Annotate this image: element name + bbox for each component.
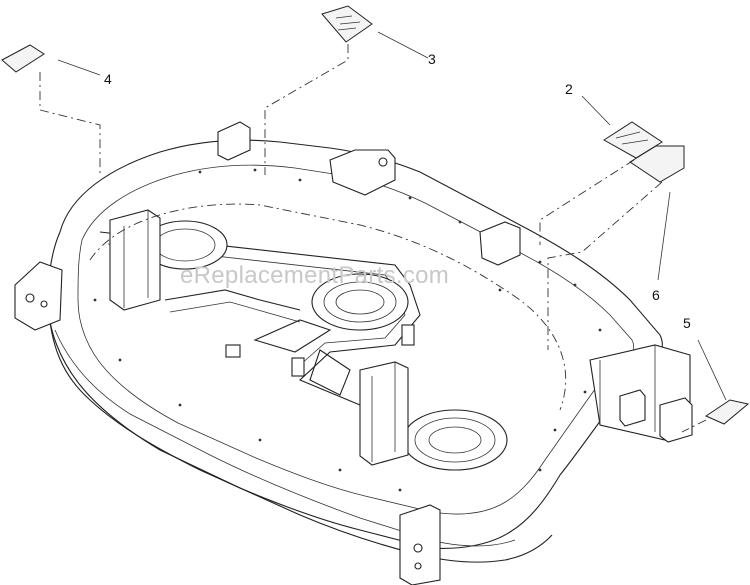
decal-3 [321, 5, 373, 43]
decal-2 [603, 121, 663, 159]
decal-6 [629, 145, 685, 183]
mower-deck [14, 121, 693, 585]
callout-label-4: 4 [104, 71, 112, 87]
callout-label-5: 5 [683, 315, 691, 331]
callout-label-2: 2 [565, 81, 573, 97]
decal-4 [1, 44, 45, 73]
projection-lines [39, 44, 707, 433]
watermark-text: eReplacementParts.com [180, 262, 449, 289]
decal-5 [704, 399, 750, 425]
callout-label-6: 6 [652, 287, 660, 303]
callout-label-3: 3 [428, 51, 436, 67]
leader-lines [57, 31, 727, 401]
